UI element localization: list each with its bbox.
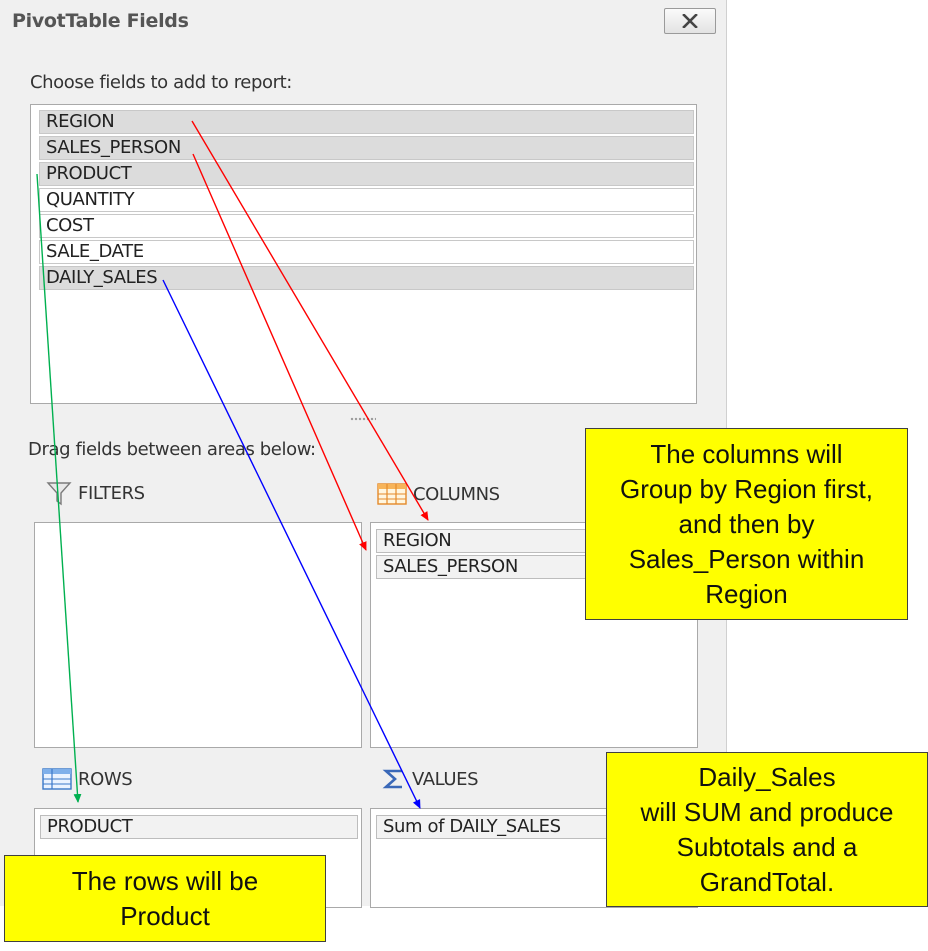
filters-drop-area[interactable] — [34, 522, 362, 748]
field-item-sales-person[interactable]: SALES_PERSON — [39, 136, 694, 160]
field-item-quantity[interactable]: QUANTITY — [39, 188, 694, 212]
filters-label: FILTERS — [78, 482, 145, 504]
choose-fields-label: Choose fields to add to report: — [30, 72, 292, 93]
field-item-region[interactable]: REGION — [39, 110, 694, 134]
filters-area-header: FILTERS — [46, 480, 145, 506]
columns-callout: The columns will Group by Region first, … — [585, 428, 908, 620]
field-item-daily-sales[interactable]: DAILY_SALES — [39, 266, 694, 290]
values-label: VALUES — [412, 768, 479, 790]
splitter-handle[interactable] — [350, 416, 376, 422]
field-item-cost[interactable]: COST — [39, 214, 694, 238]
field-list[interactable]: REGION SALES_PERSON PRODUCT QUANTITY COS… — [30, 104, 697, 404]
field-item-sale-date[interactable]: SALE_DATE — [39, 240, 694, 264]
rows-label: ROWS — [78, 768, 133, 790]
columns-area-header: COLUMNS — [377, 482, 500, 506]
close-button[interactable] — [664, 8, 716, 34]
rows-callout: The rows will be Product — [4, 855, 326, 942]
rows-item-product[interactable]: PRODUCT — [40, 815, 358, 839]
table-columns-icon — [377, 483, 407, 505]
close-icon — [682, 14, 698, 28]
values-callout: Daily_Sales will SUM and produce Subtota… — [606, 752, 928, 907]
field-item-product[interactable]: PRODUCT — [39, 162, 694, 186]
table-rows-icon — [42, 768, 72, 790]
panel-title: PivotTable Fields — [12, 10, 189, 32]
columns-label: COLUMNS — [413, 483, 500, 505]
rows-area-header: ROWS — [42, 767, 133, 791]
values-area-header: VALUES — [382, 767, 479, 791]
drag-fields-label: Drag fields between areas below: — [28, 439, 316, 460]
filter-icon — [46, 482, 72, 506]
sigma-icon — [382, 769, 402, 789]
